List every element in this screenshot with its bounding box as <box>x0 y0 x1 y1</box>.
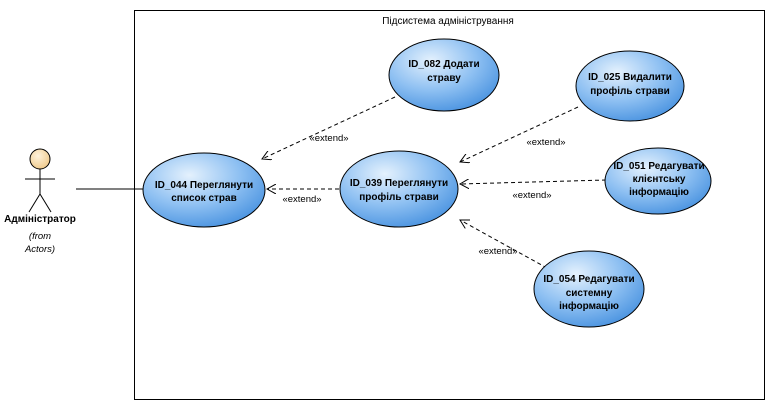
usecase-044-shape <box>142 152 266 228</box>
usecase-025-line1: ID_025 Видалити <box>588 72 672 83</box>
usecase-082-line2: страву <box>427 73 461 84</box>
extend-label-051-039: «extend» <box>512 190 551 201</box>
extend-line-051-039[interactable] <box>460 180 607 184</box>
actor-right-leg <box>39 193 52 213</box>
usecase-025-shape <box>575 50 685 122</box>
usecase-051-line2: клієнтську <box>633 174 686 185</box>
usecase-044-line1: ID_044 Переглянути <box>155 180 253 191</box>
usecase-039-shape <box>339 150 459 228</box>
usecase-044[interactable]: ID_044 Переглянути список страв <box>142 152 266 228</box>
actor-from-line1: (from <box>29 231 51 242</box>
usecase-051[interactable]: ID_051 Редагувати клієнтську інформацію <box>604 147 712 215</box>
extend-label-082-044: «extend» <box>309 133 348 144</box>
extend-label-039-044: «extend» <box>282 194 321 205</box>
actor-administrator[interactable]: Адміністратор (from Actors) <box>4 148 76 255</box>
usecase-051-line1: ID_051 Редагувати <box>613 161 704 172</box>
extend-label-025-039: «extend» <box>526 137 565 148</box>
usecase-025[interactable]: ID_025 Видалити профіль страви <box>575 50 685 122</box>
usecase-054-line2: системну <box>566 288 613 299</box>
extend-line-054-039[interactable] <box>460 220 548 269</box>
usecase-054-shape <box>533 250 645 328</box>
usecase-039-line2: профіль страви <box>359 191 439 203</box>
usecase-051-line3: інформацію <box>629 186 689 198</box>
usecase-054-line1: ID_054 Редагувати <box>543 274 634 285</box>
usecase-051-shape <box>604 147 712 215</box>
actor-left-leg <box>28 193 41 213</box>
usecase-044-line2: список страв <box>171 193 236 204</box>
usecase-054[interactable]: ID_054 Редагувати системну інформацію <box>533 250 645 328</box>
usecase-082-line1: ID_082 Додати <box>408 59 479 70</box>
usecase-025-line2: профіль страви <box>590 85 670 97</box>
usecase-054-line3: інформацію <box>559 300 619 312</box>
actor-from-line2: Actors) <box>24 244 55 255</box>
usecase-082[interactable]: ID_082 Додати страву <box>388 38 500 112</box>
system-title: Підсистема адміністрування <box>382 16 514 27</box>
extend-label-054-039: «extend» <box>478 246 517 257</box>
usecase-082-shape <box>388 38 500 112</box>
actor-name: Адміністратор <box>4 214 76 225</box>
extend-line-025-039[interactable] <box>460 106 579 162</box>
usecase-039-line1: ID_039 Переглянути <box>350 178 448 189</box>
actor-head-icon <box>29 148 51 170</box>
extend-line-082-044[interactable] <box>262 96 396 159</box>
usecase-039[interactable]: ID_039 Переглянути профіль страви <box>339 150 459 228</box>
